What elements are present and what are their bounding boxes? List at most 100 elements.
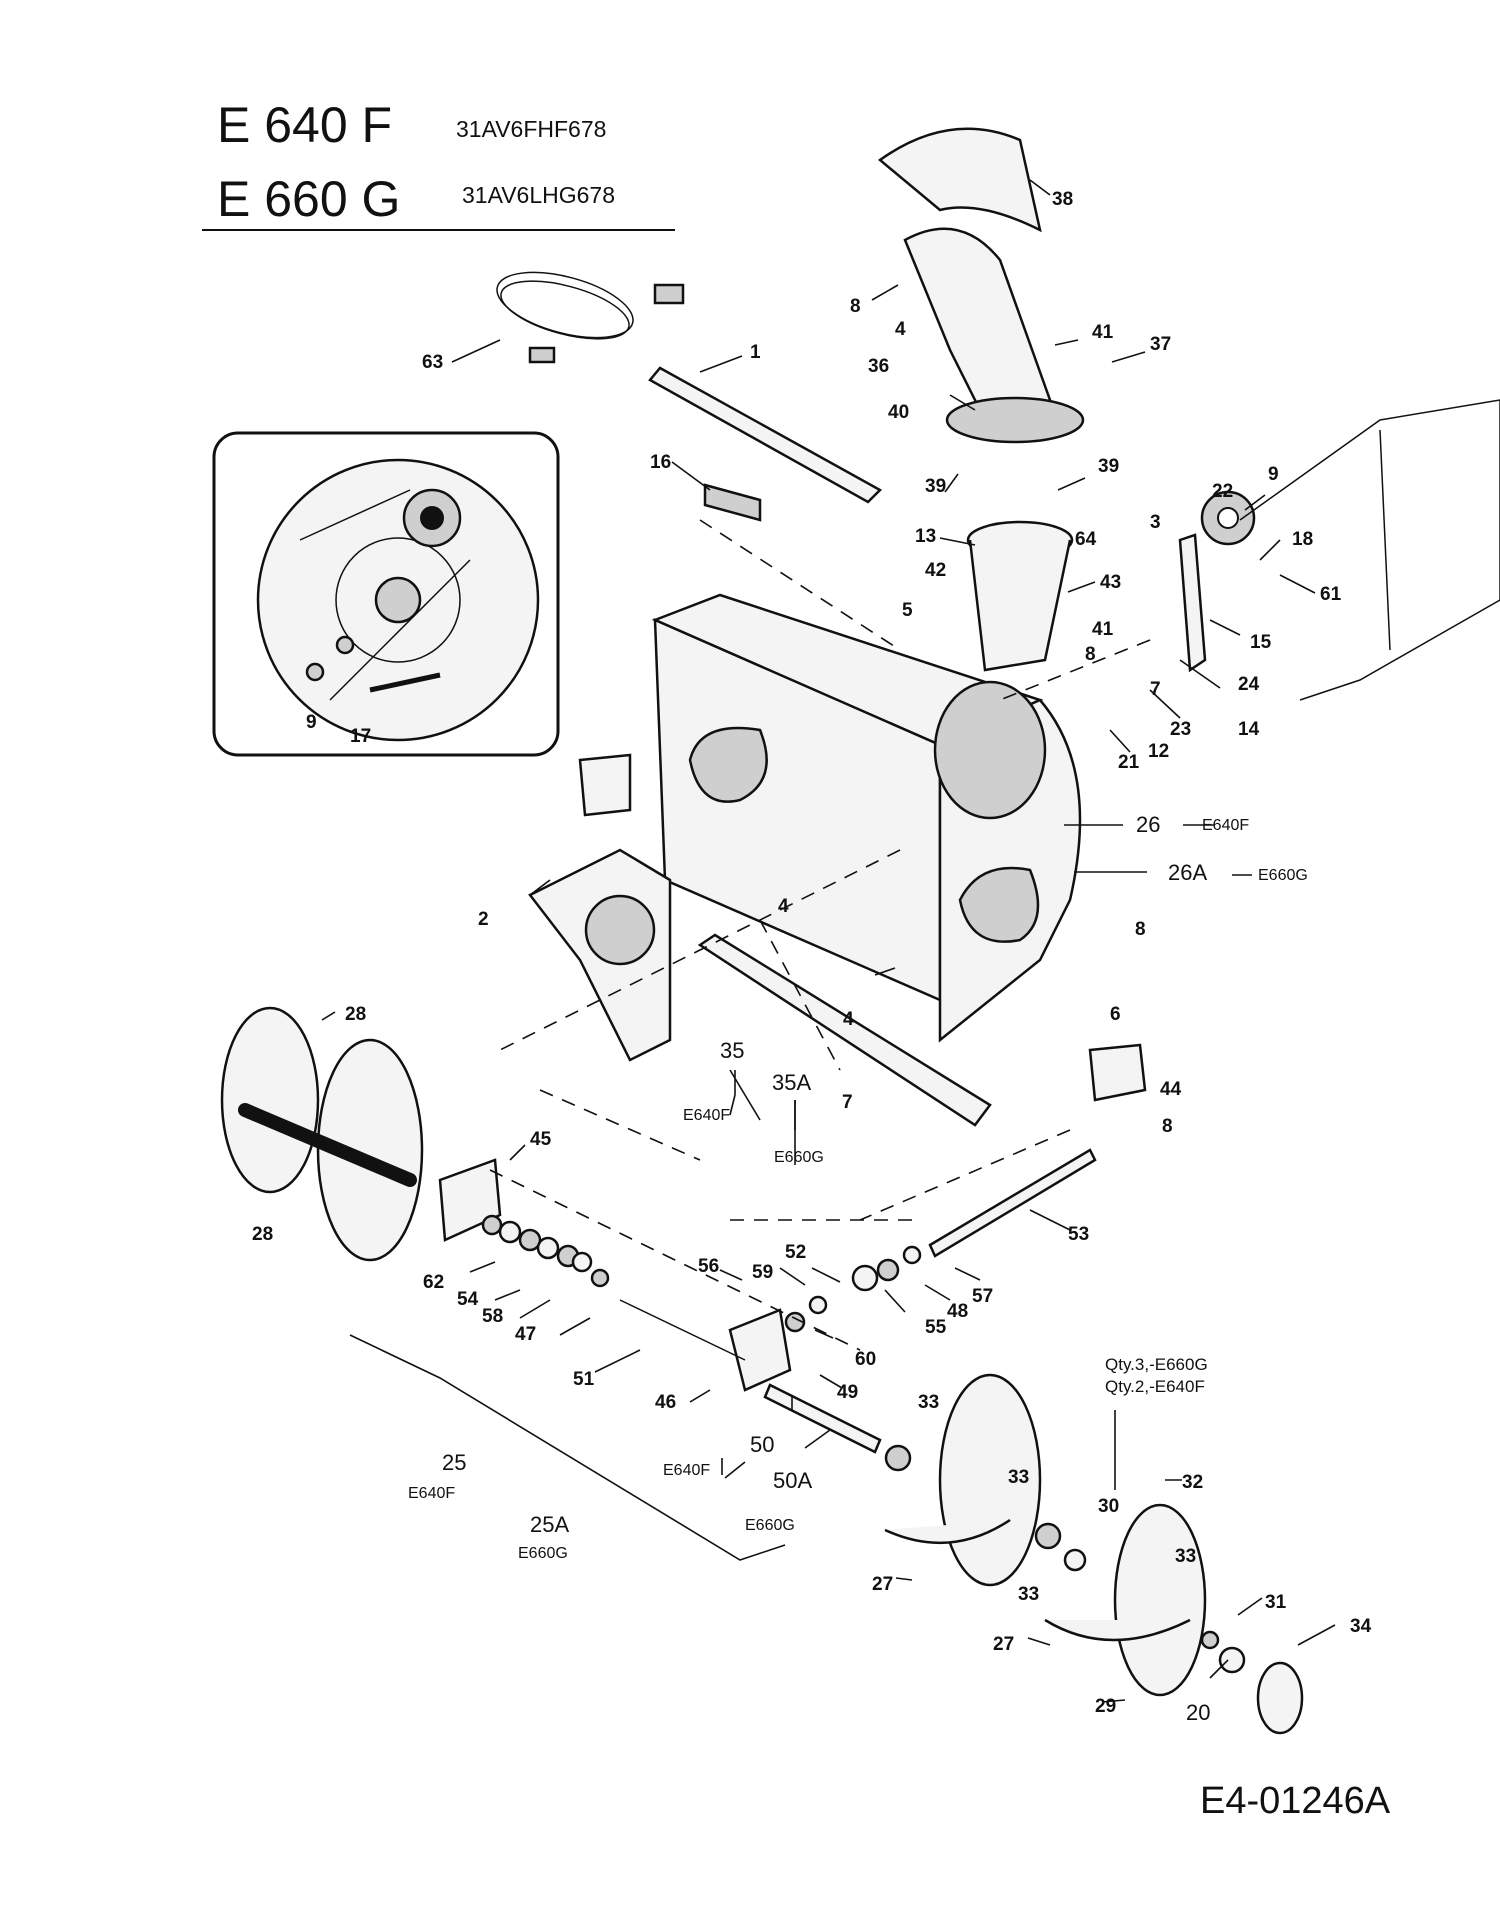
callout-49: 49: [837, 1382, 858, 1403]
callout-33a: 33: [918, 1392, 939, 1413]
callout-8c: 8: [1135, 919, 1146, 940]
callout-7a: 7: [1150, 679, 1161, 700]
part-35-scraper-bar: [697, 933, 992, 1127]
assembly-dashed-lines: [489, 519, 1151, 1351]
callout-33d: 33: [1175, 1546, 1196, 1567]
callout-35: 35: [720, 1038, 744, 1063]
callout-50: 50: [750, 1432, 774, 1457]
callout-53: 53: [1068, 1224, 1089, 1245]
callout-58: 58: [482, 1306, 503, 1327]
callout-34: 34: [1350, 1616, 1372, 1637]
part-16-bracket: [703, 483, 762, 522]
callout-45: 45: [530, 1129, 552, 1150]
callout-35a: 35A: [772, 1070, 811, 1095]
callout-28a: 28: [345, 1004, 366, 1025]
callout-46: 46: [655, 1392, 676, 1413]
callout-20: 20: [1186, 1700, 1210, 1725]
callout-40: 40: [888, 402, 909, 423]
callout-52: 52: [785, 1242, 806, 1263]
qty-note-1: Qty.3,-E660G: [1105, 1355, 1208, 1374]
callout-8a: 8: [850, 296, 861, 317]
leader-lines: [321, 179, 1336, 1703]
callout-13: 13: [915, 526, 936, 547]
callout-51: 51: [573, 1369, 595, 1390]
callout-60: 60: [855, 1349, 876, 1370]
callout-28b: 28: [252, 1224, 273, 1245]
callout-17: 17: [350, 726, 371, 747]
callout-31: 31: [1265, 1592, 1287, 1613]
callout-1: 1: [750, 342, 761, 363]
callout-55: 55: [925, 1317, 947, 1338]
callout-7b: 7: [842, 1092, 853, 1113]
callout-42: 42: [925, 560, 946, 581]
model-code-1: 31AV6FHF678: [456, 116, 607, 142]
callout-29: 29: [1095, 1696, 1116, 1717]
bracket-25: [349, 1334, 786, 1561]
model-name-2: E 660 G: [217, 171, 401, 227]
callout-30: 30: [1098, 1496, 1119, 1517]
callout-50a: 50A: [773, 1468, 812, 1493]
callout-4b: 4: [778, 896, 789, 917]
drawing-number: E4-01246A: [1200, 1780, 1391, 1822]
callout-4c: 4: [843, 1009, 854, 1030]
callout-44: 44: [1160, 1079, 1182, 1100]
callout-41b: 41: [1092, 619, 1114, 640]
detail-inset: [212, 431, 560, 757]
callout-64: 64: [1075, 529, 1097, 550]
callout-9a: 9: [1268, 464, 1279, 485]
part-26-auger-housing: [651, 593, 1082, 1043]
part-bearings-washers: [481, 1214, 922, 1333]
part-28-auger-left: [220, 1006, 424, 1262]
part-50-53-shafts: [619, 1148, 1097, 1454]
callout-26: 26: [1136, 812, 1160, 837]
callout-47: 47: [515, 1324, 536, 1345]
callout-12: 12: [1148, 741, 1169, 762]
callout-3: 3: [1150, 512, 1161, 533]
variant-26a: E660G: [1258, 867, 1308, 884]
callout-33b: 33: [1008, 1467, 1029, 1488]
callout-54: 54: [457, 1289, 479, 1310]
model-name-1: E 640 F: [217, 97, 393, 153]
variant-50a: E660G: [745, 1517, 795, 1534]
callout-22: 22: [1212, 481, 1233, 502]
callout-labels: 63 1 16 38 8 4 36 40 41 37 39 39 13 64 4…: [252, 189, 1372, 1725]
variant-50: E640F: [663, 1462, 710, 1479]
callout-27b: 27: [993, 1634, 1014, 1655]
callout-15: 15: [1250, 632, 1272, 653]
part-63-cable: [496, 271, 685, 364]
callout-9b: 9: [306, 712, 317, 733]
callout-4a: 4: [895, 319, 906, 340]
callout-24: 24: [1238, 674, 1260, 695]
part-13-64-chute-base: [966, 520, 1074, 672]
callout-33c: 33: [1018, 1584, 1039, 1605]
tractor-frame: [1239, 399, 1500, 701]
callout-5: 5: [902, 600, 913, 621]
callout-39a: 39: [925, 476, 946, 497]
callout-38: 38: [1052, 189, 1073, 210]
callout-18: 18: [1292, 529, 1313, 550]
callout-48: 48: [947, 1301, 968, 1322]
callout-61: 61: [1320, 584, 1342, 605]
callout-59: 59: [752, 1262, 773, 1283]
part-27-auger-right: [884, 1373, 1304, 1735]
callout-63: 63: [422, 352, 443, 373]
part-22-24-pulley-bracket: [1178, 490, 1256, 673]
callout-23: 23: [1170, 719, 1191, 740]
callout-41a: 41: [1092, 322, 1114, 343]
variant-26: E640F: [1202, 817, 1249, 834]
callout-32: 32: [1182, 1472, 1203, 1493]
callout-14: 14: [1238, 719, 1260, 740]
callout-56: 56: [698, 1256, 719, 1277]
callout-8b: 8: [1085, 644, 1096, 665]
callout-26a: 26A: [1168, 860, 1207, 885]
callout-2: 2: [478, 909, 489, 930]
callout-62: 62: [423, 1272, 444, 1293]
callout-16: 16: [650, 452, 671, 473]
callout-36: 36: [868, 356, 889, 377]
callout-25a: 25A: [530, 1512, 569, 1537]
part-45-46-bearing-housings: [438, 1158, 792, 1392]
callout-27a: 27: [872, 1574, 893, 1595]
variant-25: E640F: [408, 1485, 455, 1502]
qty-note-2: Qty.2,-E640F: [1105, 1377, 1205, 1396]
